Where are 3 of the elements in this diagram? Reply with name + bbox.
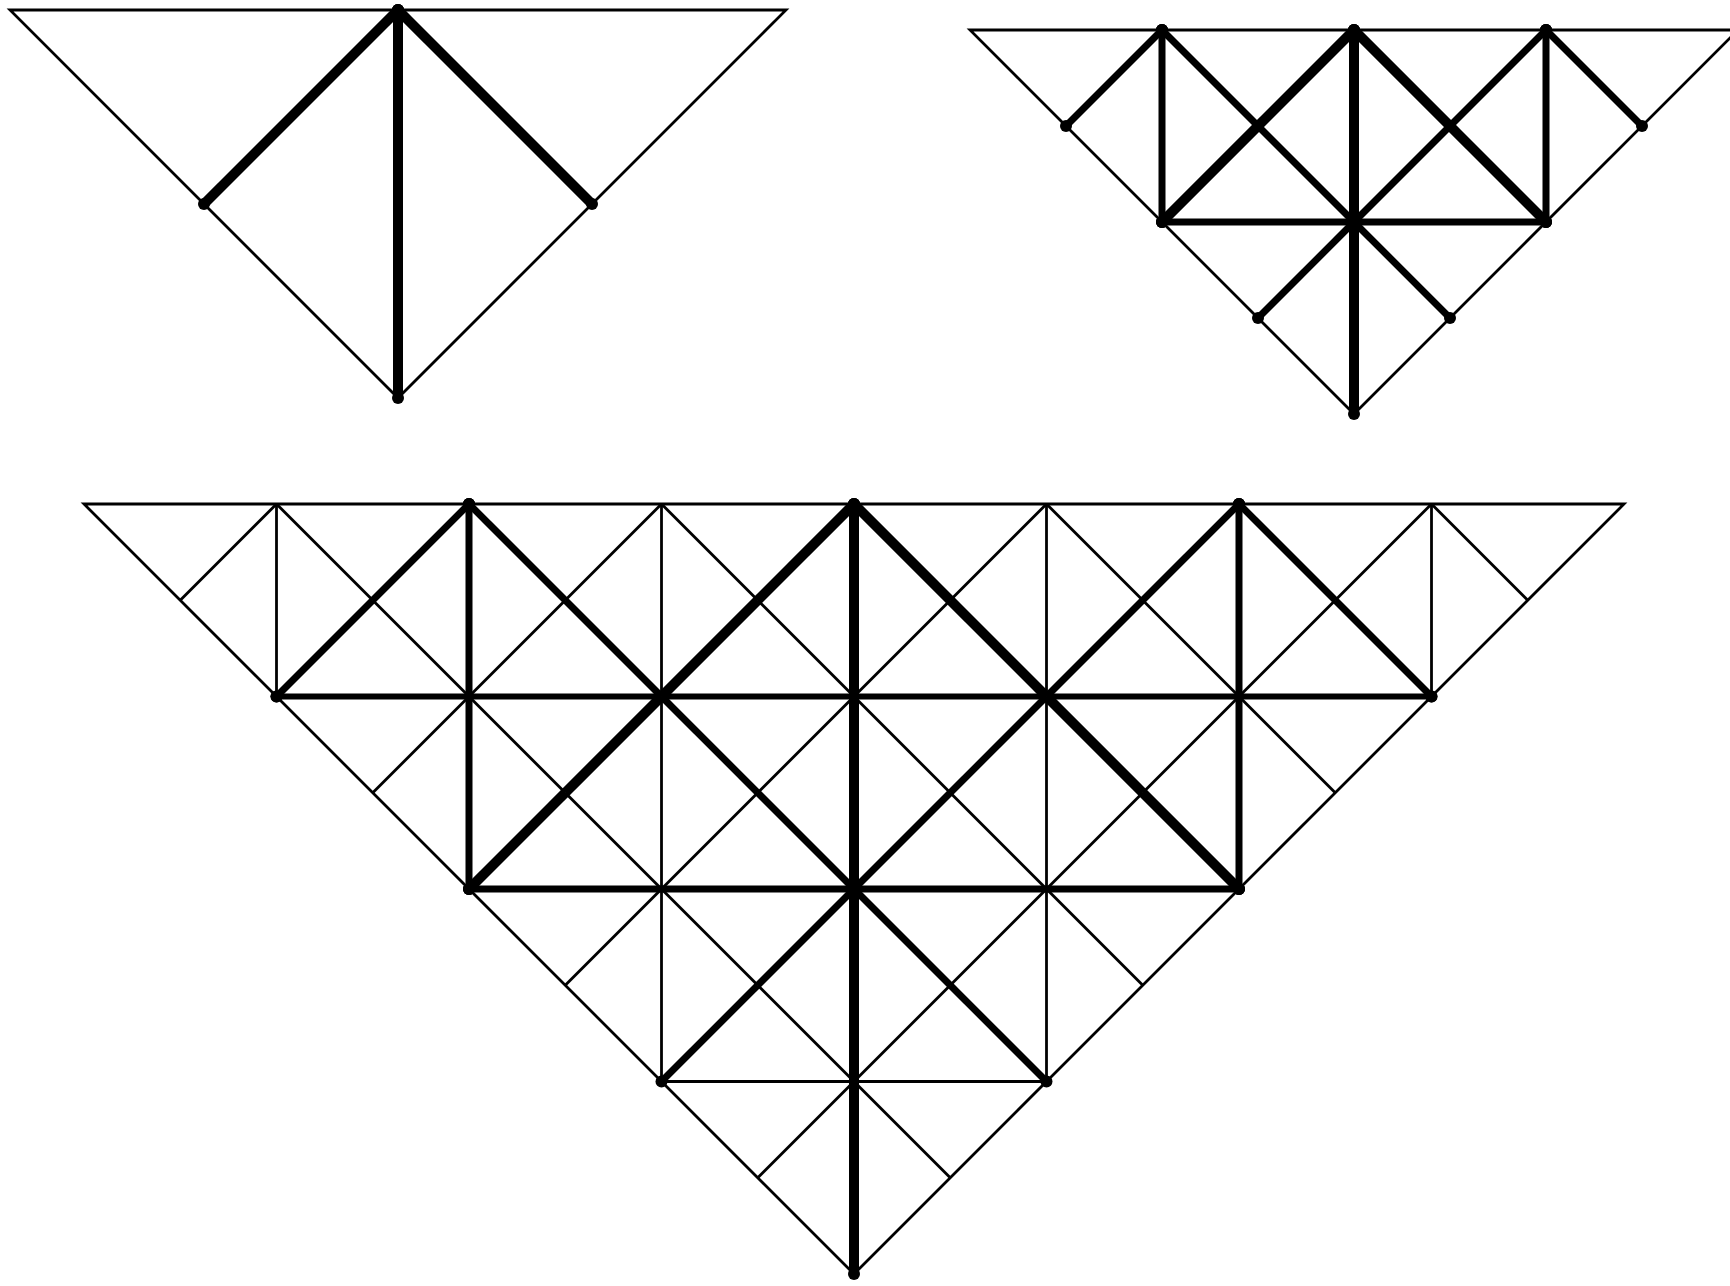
- triangle-mesh-drawing: [76, 496, 1632, 1282]
- triangle-mesh-drawing: [2, 2, 794, 406]
- triangle-mesh-drawing: [962, 22, 1730, 422]
